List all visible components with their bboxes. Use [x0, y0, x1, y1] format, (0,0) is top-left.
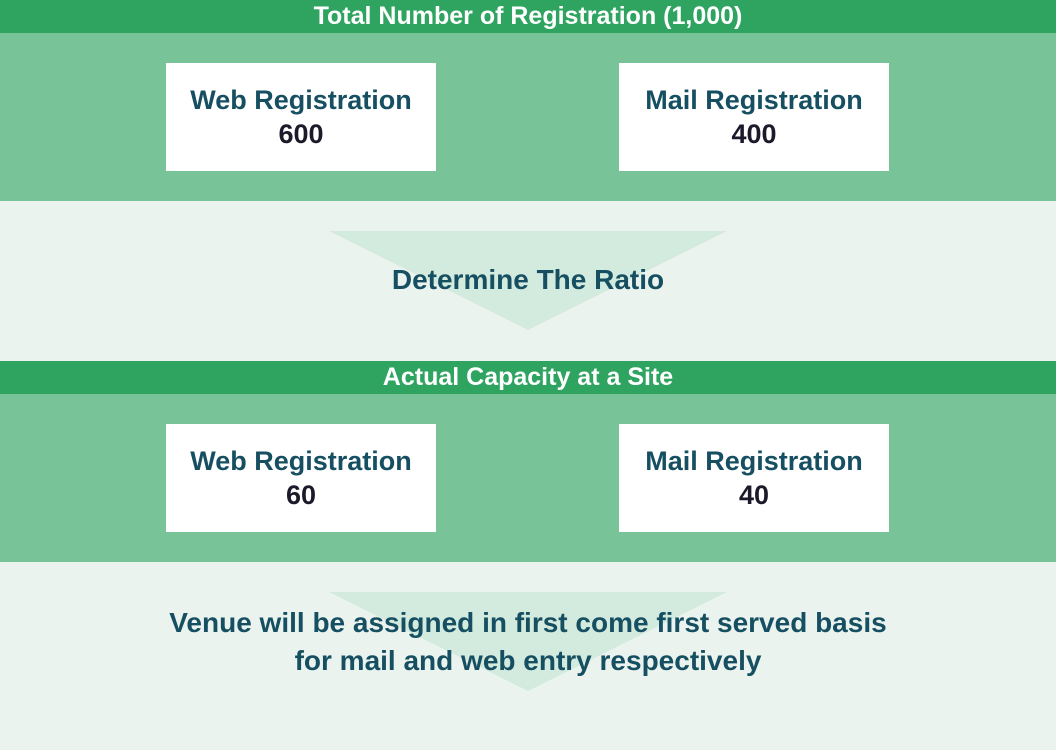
capacity-web-registration-label: Web Registration	[190, 446, 412, 476]
total-web-registration-box: Web Registration 600	[166, 63, 436, 171]
total-mail-registration-box: Mail Registration 400	[619, 63, 889, 171]
venue-down-arrow	[329, 592, 727, 691]
venue-assignment-line2: for mail and web entry respectively	[294, 645, 762, 676]
determine-ratio-text: Determine The Ratio	[391, 264, 665, 295]
total-web-registration-value: 600	[278, 119, 324, 149]
actual-capacity-band: Web Registration 60 Mail Registration 40	[0, 394, 1056, 562]
total-registration-header: Total Number of Registration (1,000)	[0, 0, 1056, 33]
capacity-mail-registration-value: 40	[738, 480, 770, 510]
total-mail-registration-label: Mail Registration	[645, 85, 863, 115]
actual-capacity-header: Actual Capacity at a Site	[0, 361, 1056, 394]
capacity-web-registration-box: Web Registration 60	[166, 424, 436, 532]
total-web-registration-label: Web Registration	[190, 85, 412, 115]
capacity-web-registration-value: 60	[285, 480, 317, 510]
venue-arrow-shape	[329, 592, 727, 691]
ratio-down-arrow	[329, 231, 727, 330]
ratio-arrow-shape	[329, 231, 727, 330]
capacity-mail-registration-box: Mail Registration 40	[619, 424, 889, 532]
venue-assignment-line1: Venue will be assigned in first come fir…	[169, 607, 887, 638]
total-registration-band: Web Registration 600 Mail Registration 4…	[0, 33, 1056, 201]
total-mail-registration-value: 400	[731, 119, 777, 149]
capacity-mail-registration-label: Mail Registration	[645, 446, 863, 476]
